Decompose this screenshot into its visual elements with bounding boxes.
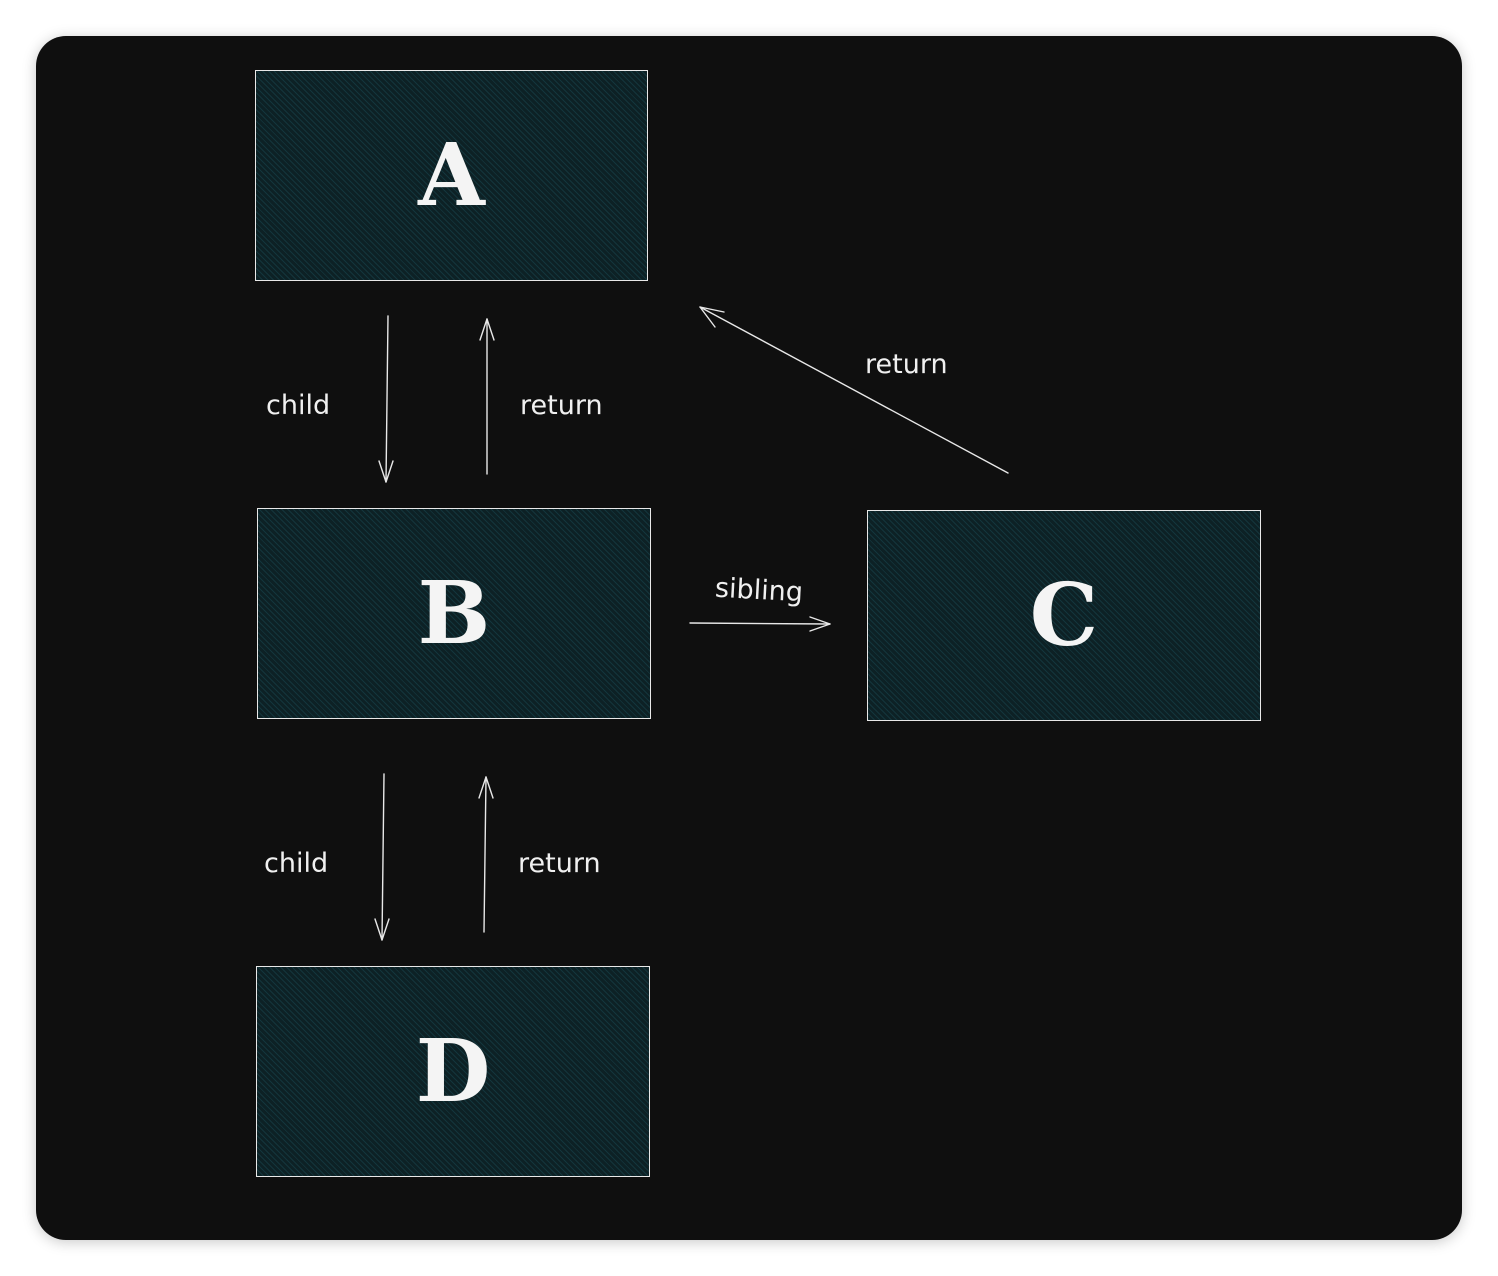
edge-a-b-child-arrow[interactable] xyxy=(378,315,394,483)
edge-b-d-child-label: child xyxy=(264,848,329,879)
node-a-label: A xyxy=(418,124,485,226)
node-d-label: D xyxy=(415,1020,491,1122)
edge-d-b-return-arrow[interactable] xyxy=(478,776,494,933)
edge-b-a-return-arrow[interactable] xyxy=(479,318,495,475)
edge-b-a-return-label: return xyxy=(520,390,603,421)
diagram-canvas: A B C D xyxy=(36,36,1462,1240)
node-a[interactable]: A xyxy=(255,70,648,281)
edge-c-a-return-label: return xyxy=(865,349,948,380)
node-d[interactable]: D xyxy=(256,966,650,1177)
node-b-label: B xyxy=(417,562,491,664)
node-c-label: C xyxy=(1029,564,1099,666)
edge-a-b-child-label: child xyxy=(266,390,331,421)
edge-b-d-child-arrow[interactable] xyxy=(374,773,390,941)
edge-c-a-return-arrow[interactable] xyxy=(699,306,1009,474)
node-b[interactable]: B xyxy=(257,508,651,719)
edges-layer xyxy=(374,306,1009,941)
edge-d-b-return-label: return xyxy=(518,848,601,879)
edge-b-c-sibling-label: sibling xyxy=(714,572,804,609)
edge-b-c-sibling-arrow[interactable] xyxy=(689,616,831,632)
node-c[interactable]: C xyxy=(867,510,1261,721)
